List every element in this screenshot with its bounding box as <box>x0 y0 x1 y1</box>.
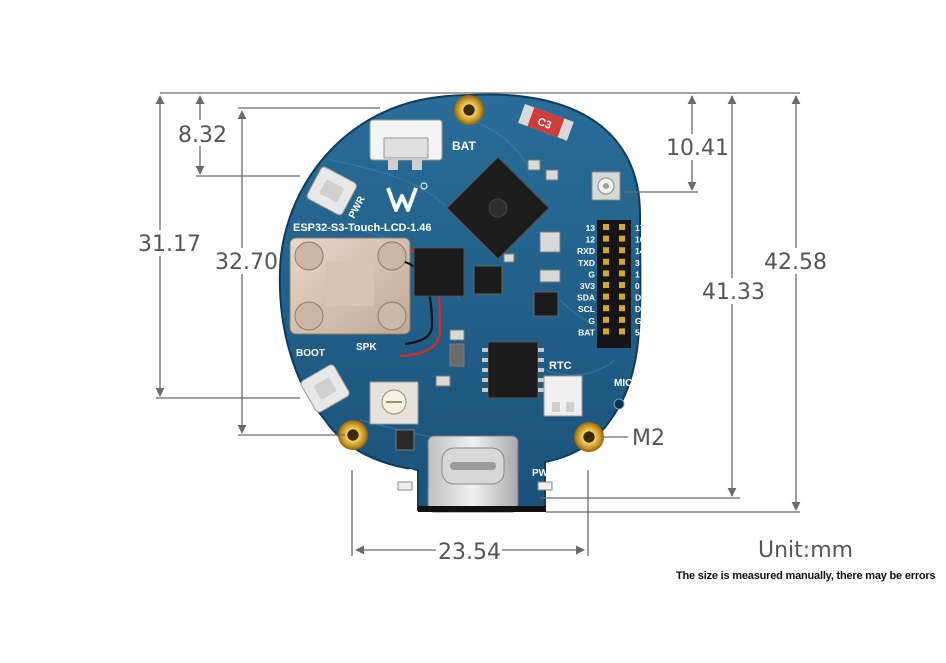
header-pin <box>619 270 625 277</box>
header-pin <box>619 282 625 288</box>
dim-label-23-54: 23.54 <box>438 540 501 565</box>
usb-c-connector <box>427 435 519 513</box>
measurement-note: The size is measured manually, there may… <box>676 570 936 582</box>
dim-label-42-58: 42.58 <box>764 250 827 275</box>
header-pin <box>619 328 625 335</box>
header-pin-label-right: 1 <box>635 269 640 279</box>
header-pin-label-left: 3V3 <box>580 281 595 291</box>
pin-header <box>597 220 631 348</box>
header-pin-label-left: RXD <box>577 246 595 256</box>
speaker-module <box>289 237 411 335</box>
dim-label-8-32: 8.32 <box>178 123 227 148</box>
spk-label: SPK <box>356 342 377 353</box>
dim-bg-d7 <box>436 540 502 564</box>
dim-bg-d2 <box>664 134 722 160</box>
header-pin <box>603 247 609 254</box>
header-pin <box>603 224 609 230</box>
battery-connector: BAT <box>369 119 476 170</box>
pwr-led <box>537 481 553 491</box>
board-bottom-edge <box>418 506 546 512</box>
esp32-chip <box>446 156 550 260</box>
pwr-button <box>306 166 357 216</box>
model-label: ESP32-S3-Touch-LCD-1.46 <box>293 222 432 234</box>
boot-label: BOOT <box>296 348 325 359</box>
dim-bg-d3 <box>136 230 192 256</box>
header-pin <box>619 305 625 312</box>
dim-bg-d4 <box>214 248 274 274</box>
header-pin <box>603 305 609 312</box>
header-pin-label-left: 13 <box>586 223 596 233</box>
header-pin <box>603 235 609 242</box>
antenna-connector <box>591 171 621 201</box>
dim-label-41-33: 41.33 <box>702 280 765 305</box>
mount-hole-bottom-right <box>574 422 604 452</box>
header-pin-label-right: DN <box>635 304 647 314</box>
header-pin <box>619 235 625 242</box>
header-pin-label-right: 16 <box>635 235 645 245</box>
header-pin-label-right: 0 <box>635 281 640 291</box>
crg-led <box>397 481 413 491</box>
header-pin <box>619 316 625 323</box>
header-pin-label-left: SCL <box>578 304 595 314</box>
bat-label: BAT <box>452 139 476 153</box>
pwr-led-label: PWR <box>532 468 556 479</box>
crg-label: CRG <box>392 468 414 479</box>
mount-hole-top <box>454 95 484 125</box>
pin-dots <box>603 224 625 335</box>
header-pin-label-right: G <box>635 316 642 326</box>
audio-chip-pins <box>482 348 544 392</box>
header-pin-label-right: DP <box>635 293 647 303</box>
imu-chip <box>473 265 503 295</box>
header-pin <box>603 258 609 265</box>
c3-label: C3 <box>536 116 553 132</box>
header-pin <box>603 328 609 335</box>
rtc-label: RTC <box>549 360 572 372</box>
header-pin-label-left: SDA <box>577 293 595 303</box>
passive-components <box>395 159 561 451</box>
dim-label-32-70: 32.70 <box>215 250 278 275</box>
header-pin-label-left: 12 <box>586 235 596 245</box>
rtc-connector: RTC <box>543 360 583 417</box>
header-pin <box>603 270 609 277</box>
dim-label-10-41: 10.41 <box>666 136 729 161</box>
dim-bg-d5 <box>700 278 762 304</box>
header-pin <box>619 293 625 300</box>
header-pin <box>619 258 625 265</box>
header-pin-label-left: G <box>588 269 595 279</box>
sensor-chip <box>533 291 559 317</box>
hole-size-label: M2 <box>632 426 665 451</box>
boot-button <box>300 364 350 413</box>
header-pin-label-right: 14 <box>635 246 645 256</box>
header-pin-label-left: BAT <box>578 327 596 337</box>
mic-label: MIC <box>614 378 632 389</box>
header-pin-label-right: 5V <box>635 327 646 337</box>
header-pin <box>619 224 625 230</box>
audio-chip <box>487 341 539 399</box>
header-pin-label-right: 17 <box>635 223 645 233</box>
mount-hole-bottom-left <box>338 420 368 450</box>
header-pin <box>603 316 609 323</box>
header-pin <box>619 247 625 254</box>
header-pin-label-right: 3 <box>635 258 640 268</box>
mic-hole <box>613 398 625 410</box>
switch-component <box>369 381 419 425</box>
dim-bg-d6 <box>764 248 828 274</box>
c3-component: C3 <box>518 104 574 141</box>
unit-label: Unit:mm <box>758 538 854 563</box>
header-pin-label-left: TXD <box>578 258 595 268</box>
header-pin-label-left: G <box>588 316 595 326</box>
waveshare-logo <box>386 182 428 212</box>
dim-label-31-17: 31.17 <box>138 232 201 257</box>
flash-chip <box>413 247 465 297</box>
header-pin <box>603 293 609 300</box>
header-pin <box>603 282 609 288</box>
dim-bg-d1 <box>176 120 228 146</box>
